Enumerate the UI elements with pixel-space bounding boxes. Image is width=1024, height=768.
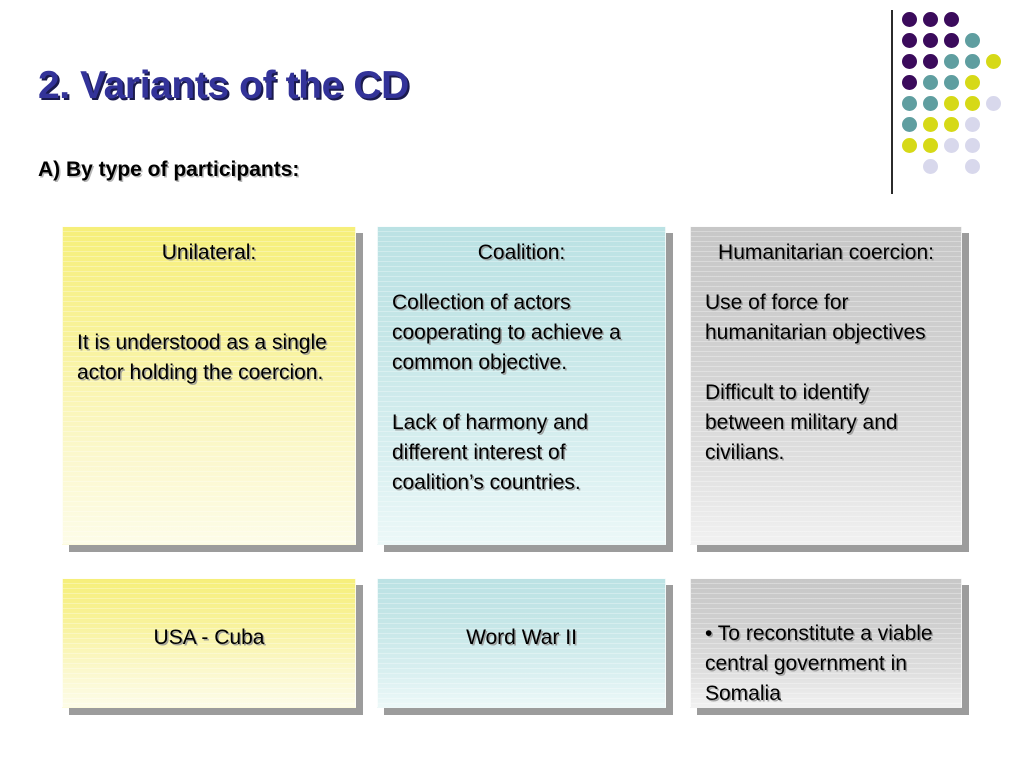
card-humanitarian-heading: Humanitarian coercion:: [718, 241, 934, 264]
card-example-humanitarian: • To reconstitute a viable central gover…: [690, 578, 962, 708]
card-example-humanitarian-text: • To reconstitute a viable central gover…: [705, 622, 933, 705]
decorative-dot-yellow: [923, 138, 938, 153]
decorative-dot-teal: [965, 33, 980, 48]
decorative-dot-purple: [944, 12, 959, 27]
card-example-unilateral: USA - Cuba: [62, 578, 356, 708]
decorative-dot-purple: [923, 12, 938, 27]
card-humanitarian-paragraph-2: Difficult to identify between military a…: [705, 381, 898, 464]
decorative-dot-yellow: [923, 117, 938, 132]
dot-grid-decoration: [888, 6, 1024, 196]
decorative-dot-teal: [944, 75, 959, 90]
card-coalition-heading: Coalition:: [477, 241, 566, 264]
decorative-dot-yellow: [986, 54, 1001, 69]
decorative-dot-purple: [923, 33, 938, 48]
decorative-dot-purple: [902, 33, 917, 48]
paragraph-spacer: [705, 348, 947, 378]
card-unilateral-paragraph: It is understood as a single actor holdi…: [77, 331, 327, 384]
vertical-rule: [891, 10, 893, 194]
card-coalition-body: Collection of actors cooperating to achi…: [392, 288, 651, 498]
decorative-dot-teal: [902, 117, 917, 132]
card-unilateral: Unilateral: It is understood as a single…: [62, 226, 356, 545]
card-unilateral-body: It is understood as a single actor holdi…: [77, 328, 341, 388]
decorative-dot-yellow: [902, 138, 917, 153]
decorative-dot-teal: [923, 96, 938, 111]
decorative-dot-lavender: [944, 138, 959, 153]
decorative-dot-lavender: [965, 117, 980, 132]
decorative-dot-lavender: [923, 159, 938, 174]
slide-subtitle: A) By type of participants:: [38, 158, 300, 181]
decorative-dot-purple: [902, 12, 917, 27]
decorative-dot-teal: [944, 54, 959, 69]
card-example-coalition-text: Word War II: [466, 626, 577, 649]
card-coalition-paragraph-2: Lack of harmony and different interest o…: [392, 411, 589, 494]
page-title: 2. Variants of the CD: [38, 64, 409, 107]
card-coalition-paragraph-1: Collection of actors cooperating to achi…: [392, 291, 621, 374]
decorative-dot-lavender: [986, 96, 1001, 111]
card-coalition: Coalition: Collection of actors cooperat…: [377, 226, 666, 545]
card-example-unilateral-text: USA - Cuba: [153, 626, 265, 649]
decorative-dot-yellow: [944, 117, 959, 132]
decorative-dot-yellow: [965, 96, 980, 111]
card-example-coalition: Word War II: [377, 578, 666, 708]
decorative-dot-lavender: [965, 138, 980, 153]
decorative-dot-lavender: [965, 159, 980, 174]
decorative-dot-yellow: [944, 96, 959, 111]
decorative-dot-purple: [902, 75, 917, 90]
card-humanitarian-paragraph-1: Use of force for humanitarian objectives: [705, 291, 926, 344]
decorative-dot-purple: [944, 33, 959, 48]
card-humanitarian: Humanitarian coercion: Use of force for …: [690, 226, 962, 545]
paragraph-spacer: [392, 378, 651, 408]
decorative-dot-purple: [923, 54, 938, 69]
decorative-dot-teal: [923, 75, 938, 90]
decorative-dot-teal: [902, 96, 917, 111]
decorative-dot-purple: [902, 54, 917, 69]
card-unilateral-heading: Unilateral:: [161, 241, 257, 264]
card-humanitarian-body: Use of force for humanitarian objectives…: [705, 288, 947, 468]
decorative-dot-yellow: [965, 75, 980, 90]
decorative-dot-teal: [965, 54, 980, 69]
